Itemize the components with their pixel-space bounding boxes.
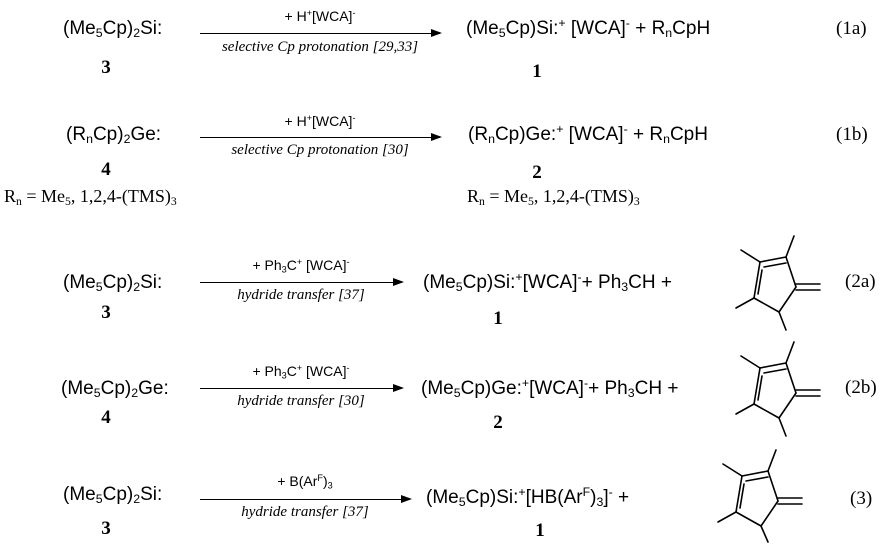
reactant-formula-2a: (Me5Cp)2Si: bbox=[63, 272, 163, 295]
compound-number-2: 2 bbox=[493, 412, 503, 433]
tetramethylfulvene-structure-2b bbox=[735, 341, 821, 437]
bond bbox=[767, 470, 779, 502]
compound-number-3: 3 bbox=[101, 518, 111, 539]
bond bbox=[735, 475, 743, 513]
reagent-2a: + Ph3C+ [WCA]- bbox=[252, 257, 350, 275]
condition-2a: hydride transfer [37] bbox=[237, 287, 365, 303]
compound-number-1: 1 bbox=[532, 61, 542, 82]
bond bbox=[763, 368, 787, 374]
compound-number-1: 1 bbox=[493, 308, 503, 329]
bond bbox=[759, 362, 787, 369]
compound-number-2: 2 bbox=[532, 162, 542, 183]
bond bbox=[741, 470, 769, 477]
compound-number-4: 4 bbox=[101, 407, 111, 428]
substituent-note-left: Rn = Me5, 1,2,4-(TMS)3 bbox=[4, 186, 177, 208]
bond bbox=[757, 269, 763, 295]
bond bbox=[760, 500, 779, 527]
bond bbox=[753, 367, 761, 405]
reaction-arrow-2a bbox=[200, 278, 404, 286]
reagent-2b: + Ph3C+ [WCA]- bbox=[252, 363, 350, 381]
methyl-bond bbox=[767, 449, 777, 472]
methyl-bond bbox=[735, 403, 755, 415]
product-formula-3: (Me5Cp)Si:+[HB(ArF)3]- + bbox=[426, 485, 630, 510]
product-formula-1b: (RnCp)Ge:+ [WCA]- + RnCpH bbox=[468, 122, 708, 147]
tetramethylfulvene-structure-3 bbox=[717, 449, 803, 543]
tetramethylfulvene-structure-2a bbox=[735, 235, 821, 331]
bond bbox=[753, 297, 780, 313]
reaction-arrow-3 bbox=[200, 495, 412, 503]
methyl-bond bbox=[760, 525, 769, 543]
bond bbox=[778, 286, 797, 313]
product-formula-1a: (Me5Cp)Si:+ [WCA]- + RnCpH bbox=[466, 16, 711, 41]
bond bbox=[753, 403, 780, 419]
compound-number-4: 4 bbox=[101, 159, 111, 180]
product-formula-2a: (Me5Cp)Si:+[WCA]-+ Ph3CH + bbox=[423, 270, 672, 295]
methyl-bond bbox=[740, 249, 761, 263]
compound-number-3: 3 bbox=[101, 302, 111, 323]
equation-label-2a: (2a) bbox=[845, 271, 876, 292]
methyl-bond bbox=[785, 341, 795, 364]
condition-2b: hydride transfer [30] bbox=[237, 393, 365, 409]
reaction-arrow-2b bbox=[200, 384, 404, 392]
bond bbox=[763, 262, 787, 268]
bond bbox=[735, 511, 762, 527]
compound-number-1: 1 bbox=[535, 520, 545, 541]
methyl-bond bbox=[785, 235, 795, 258]
compound-number-3: 3 bbox=[101, 57, 111, 78]
reactant-formula-2b: (Me5Cp)2Ge: bbox=[61, 378, 169, 401]
bond bbox=[757, 375, 763, 401]
condition-1b: selective Cp protonation [30] bbox=[231, 142, 409, 158]
reagent-3: + B(ArF)3 bbox=[277, 473, 333, 491]
reactant-formula-3: (Me5Cp)2Si: bbox=[63, 484, 163, 507]
methyl-bond bbox=[722, 463, 743, 477]
bond bbox=[753, 261, 761, 299]
reagent-1a: + H+[WCA]- bbox=[284, 8, 356, 24]
bond bbox=[759, 256, 787, 263]
bond bbox=[785, 256, 797, 288]
bond bbox=[778, 392, 797, 419]
reactant-formula-1b: (RnCp)2Ge: bbox=[66, 124, 162, 147]
reaction-arrow-1a bbox=[200, 29, 442, 37]
condition-1a: selective Cp protonation [29,33] bbox=[221, 39, 419, 55]
methyl-bond bbox=[778, 417, 787, 437]
reactant-formula-1a: (Me5Cp)2Si: bbox=[63, 18, 163, 41]
equation-label-1a: (1a) bbox=[836, 18, 867, 39]
methyl-bond bbox=[717, 511, 737, 523]
equation-label-2b: (2b) bbox=[845, 377, 877, 398]
equation-label-1b: (1b) bbox=[836, 124, 868, 145]
methyl-bond bbox=[778, 311, 787, 331]
methyl-bond bbox=[740, 355, 761, 369]
equation-label-3: (3) bbox=[850, 488, 873, 509]
bond bbox=[745, 476, 769, 482]
bond bbox=[739, 483, 745, 509]
substituent-note-right: Rn = Me5, 1,2,4-(TMS)3 bbox=[467, 186, 640, 208]
bond bbox=[785, 362, 797, 394]
reagent-1b: + H+[WCA]- bbox=[284, 113, 356, 129]
methyl-bond bbox=[735, 297, 755, 309]
condition-3: hydride transfer [37] bbox=[241, 504, 369, 520]
product-formula-2b: (Me5Cp)Ge:+[WCA]-+ Ph3CH + bbox=[421, 376, 679, 401]
reaction-arrow-1b bbox=[200, 133, 442, 141]
